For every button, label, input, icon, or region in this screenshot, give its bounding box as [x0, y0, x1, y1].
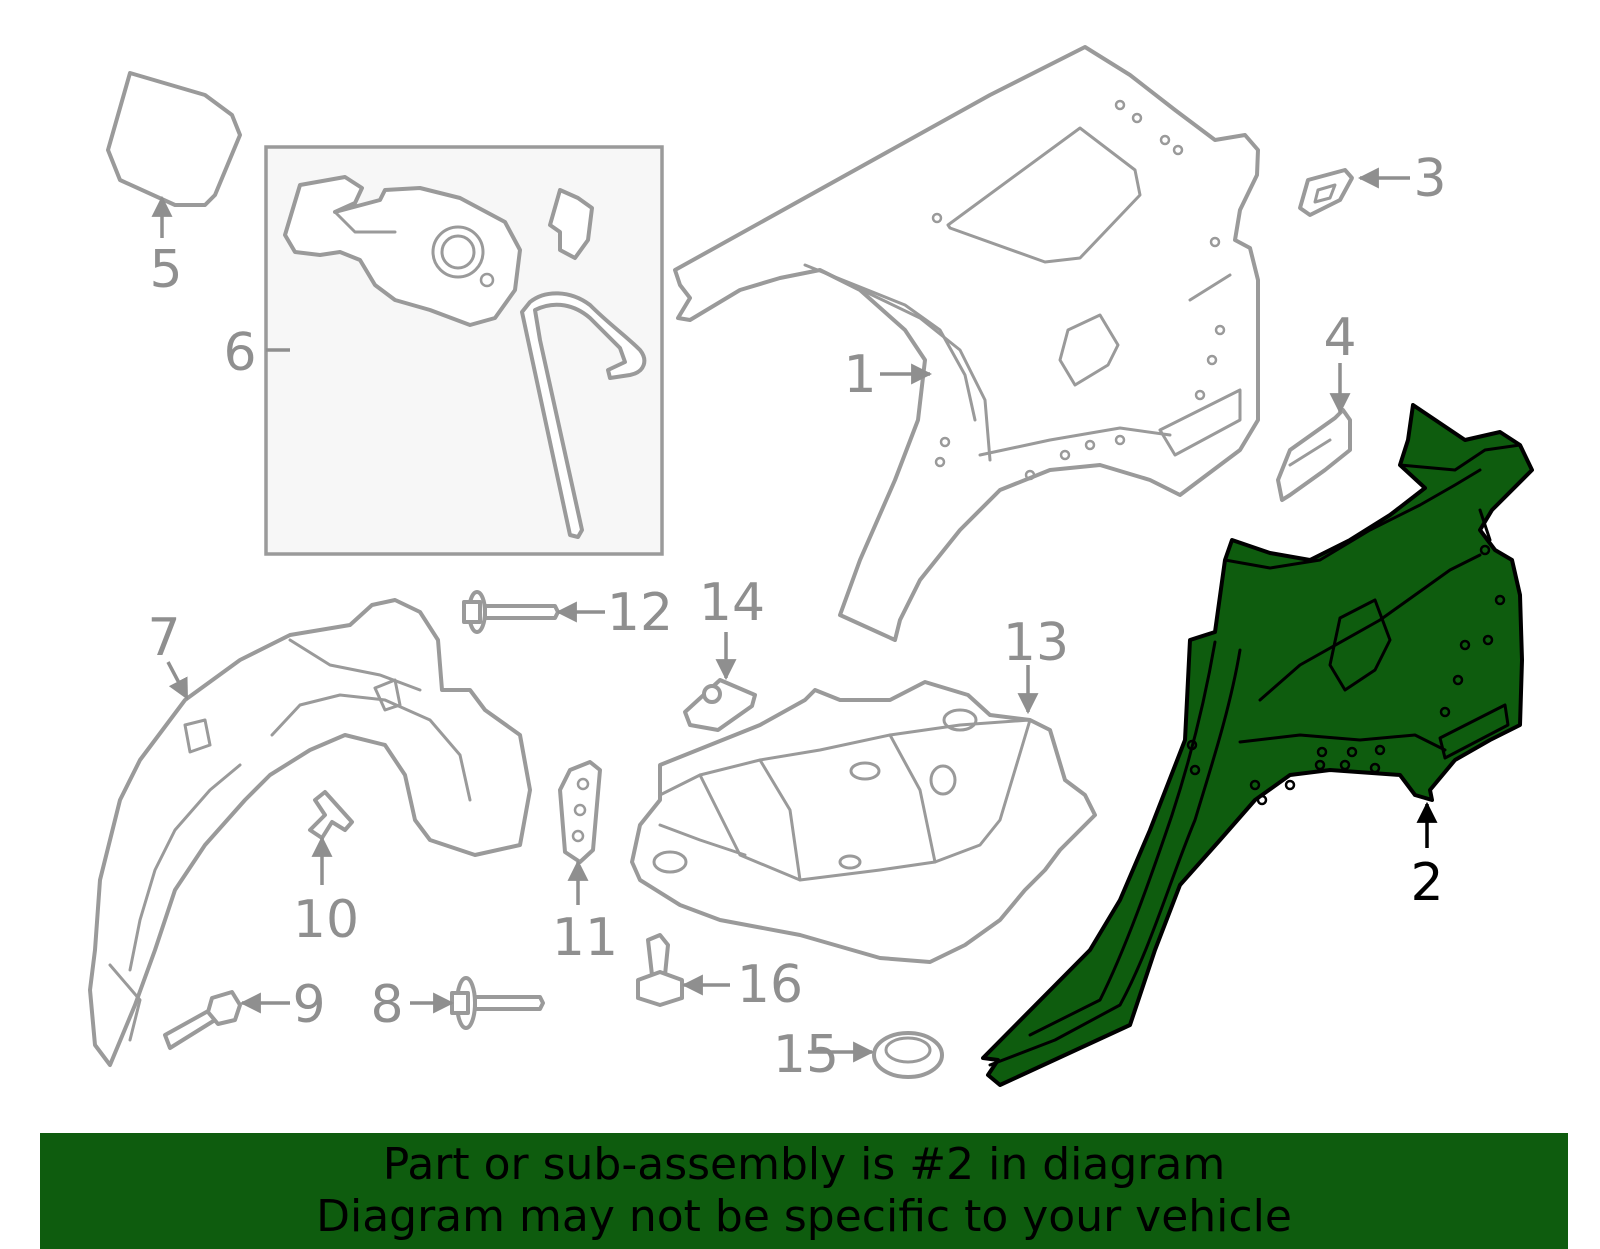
- callout-6: 6: [223, 323, 256, 383]
- callout-7: 7: [147, 608, 180, 668]
- callout-3: 3: [1413, 149, 1446, 209]
- part-3-plug: [1298, 168, 1354, 217]
- callout-16: 16: [737, 955, 803, 1015]
- part-10-clip: [308, 790, 354, 840]
- part-5-fuel-door: [106, 71, 242, 207]
- part-14-clip: [683, 678, 757, 732]
- part-13-rear-floor-pan: [630, 680, 1097, 964]
- callout-13: 13: [1003, 613, 1069, 673]
- callout-8: 8: [370, 975, 403, 1035]
- callout-12: 12: [607, 583, 673, 643]
- part-6-fuel-filler-group: [264, 145, 664, 556]
- part-2-inner-quarter-panel: [981, 403, 1534, 1087]
- part-7-wheelhouse-liner: [88, 598, 532, 1067]
- info-banner: Part or sub-assembly is #2 in diagram Di…: [40, 1133, 1568, 1249]
- part-9-bolt: [163, 990, 242, 1050]
- callout-11: 11: [552, 908, 618, 968]
- part-15-plug: [872, 1031, 944, 1079]
- part-8-screw: [450, 976, 545, 1030]
- part-4-bracket: [1276, 408, 1352, 502]
- part-11-bracket: [558, 760, 602, 864]
- callout-4: 4: [1323, 308, 1356, 368]
- callout-5: 5: [149, 240, 182, 300]
- callout-2: 2: [1410, 853, 1443, 913]
- callout-1: 1: [843, 345, 876, 405]
- callout-15: 15: [773, 1025, 839, 1085]
- part-12-screw: [462, 590, 560, 634]
- callout-labels: 1 2 3 4 5 6 7 8 9 10 11 12 13 14 15 16: [147, 149, 1446, 1085]
- banner-line-1: Part or sub-assembly is #2 in diagram: [382, 1139, 1226, 1190]
- banner-line-2: Diagram may not be specific to your vehi…: [316, 1191, 1292, 1242]
- part-16-stud: [636, 933, 684, 1007]
- callout-10: 10: [293, 890, 359, 950]
- callout-14: 14: [699, 573, 765, 633]
- leader-lines: [151, 167, 1438, 1063]
- callout-9: 9: [292, 975, 325, 1035]
- part-1-quarter-panel: [673, 45, 1260, 642]
